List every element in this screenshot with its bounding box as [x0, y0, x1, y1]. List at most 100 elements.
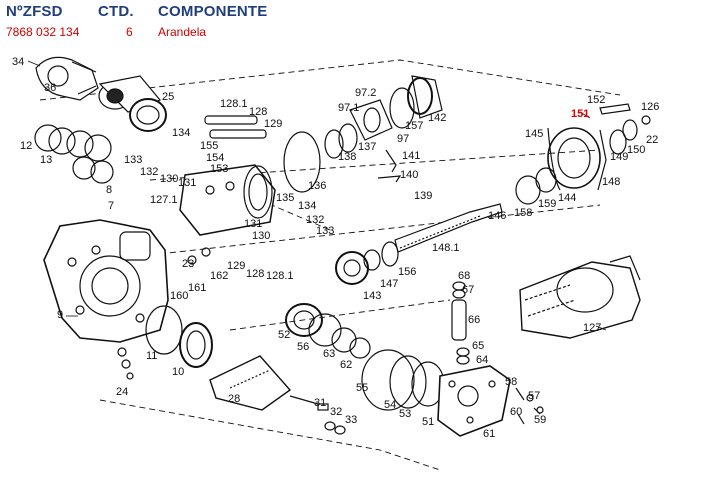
- callout-label[interactable]: 57: [528, 390, 541, 402]
- callout-label[interactable]: 143: [363, 290, 382, 302]
- callout-label[interactable]: 133: [124, 154, 143, 166]
- callout-label[interactable]: 132: [306, 214, 325, 226]
- callout-label[interactable]: 139: [414, 190, 433, 202]
- callout-label[interactable]: 142: [428, 112, 447, 124]
- callout-label[interactable]: 130: [252, 230, 271, 242]
- callout-label[interactable]: 10: [172, 366, 185, 378]
- callout-label[interactable]: 147: [380, 278, 399, 290]
- callout-label[interactable]: 33: [345, 414, 358, 426]
- callout-label[interactable]: 160: [170, 290, 189, 302]
- callout-label[interactable]: 8: [106, 184, 113, 196]
- callout-label[interactable]: 131: [244, 218, 263, 230]
- callout-label[interactable]: 128: [246, 268, 265, 280]
- callout-label[interactable]: 60: [510, 406, 523, 418]
- callout-label[interactable]: 53: [399, 408, 412, 420]
- callout-label[interactable]: 148.1: [432, 242, 460, 254]
- callout-label[interactable]: 68: [458, 270, 471, 282]
- callout-label[interactable]: 152: [587, 94, 606, 106]
- callout-label[interactable]: 155: [200, 140, 219, 152]
- part-53-55-rings[interactable]: [361, 349, 445, 411]
- callout-label[interactable]: 129: [264, 118, 283, 130]
- callout-label[interactable]: 52: [278, 329, 291, 341]
- part-137-138-rings[interactable]: [324, 123, 358, 159]
- callout-label[interactable]: 153: [210, 163, 229, 175]
- callout-label[interactable]: 127.1: [150, 194, 178, 206]
- callout-label[interactable]: 159: [538, 198, 557, 210]
- callout-label[interactable]: 128: [249, 106, 268, 118]
- part-25-bearing[interactable]: [98, 75, 167, 132]
- part-9-main-housing[interactable]: [43, 219, 169, 343]
- callout-label[interactable]: 66: [468, 314, 481, 326]
- callout-label[interactable]: 129: [227, 260, 246, 272]
- callout-label[interactable]: 59: [534, 414, 547, 426]
- callout-label[interactable]: 136: [308, 180, 327, 192]
- callout-label[interactable]: 61: [483, 428, 496, 440]
- part-31-33-small-parts[interactable]: [317, 403, 346, 435]
- callout-label[interactable]: 32: [330, 406, 343, 418]
- callout-label[interactable]: 22: [646, 134, 659, 146]
- part-57-61-bolts[interactable]: [515, 387, 544, 425]
- callout-label[interactable]: 157: [405, 120, 424, 132]
- callout-label[interactable]: 140: [400, 169, 419, 181]
- callout-label[interactable]: 56: [297, 341, 310, 353]
- callout-label[interactable]: 97.1: [338, 102, 360, 114]
- callout-label[interactable]: 158: [514, 207, 533, 219]
- callout-label[interactable]: 97: [397, 133, 410, 145]
- callout-label[interactable]: 7: [108, 200, 115, 212]
- callout-label[interactable]: 162: [210, 270, 229, 282]
- part-143-bearing[interactable]: [335, 241, 399, 285]
- part-97-hub[interactable]: [349, 99, 393, 141]
- callout-label[interactable]: 28: [228, 393, 241, 405]
- callout-label[interactable]: 11: [146, 350, 158, 362]
- part-23-24-nuts[interactable]: [117, 247, 211, 380]
- callout-label[interactable]: 132: [140, 166, 159, 178]
- callout-label[interactable]: 9: [57, 309, 64, 321]
- callout-label[interactable]: 13: [40, 154, 53, 166]
- callout-label[interactable]: 34: [12, 56, 25, 68]
- callout-label[interactable]: 12: [20, 140, 33, 152]
- callout-label[interactable]: 36: [44, 82, 57, 94]
- callout-label[interactable]: 51: [422, 416, 435, 428]
- callout-label[interactable]: 145: [525, 128, 544, 140]
- part-127-1-cylinder[interactable]: [179, 164, 276, 236]
- part-127-housing[interactable]: [519, 255, 641, 339]
- callout-label[interactable]: 135: [276, 192, 295, 204]
- part-128-link-upper[interactable]: [204, 115, 267, 139]
- part-142-bearing[interactable]: [389, 75, 443, 129]
- callout-label[interactable]: 133: [316, 225, 335, 237]
- part-10-bearing[interactable]: [179, 322, 213, 368]
- part-11-ring[interactable]: [145, 305, 183, 355]
- selected-part-number[interactable]: 7868 032 134: [6, 25, 80, 39]
- callout-label[interactable]: 67: [462, 284, 475, 296]
- callout-label[interactable]: 55: [356, 382, 369, 394]
- callout-label[interactable]: 141: [402, 150, 421, 162]
- callout-label[interactable]: 148: [602, 176, 621, 188]
- callout-label[interactable]: 161: [188, 282, 207, 294]
- callout-label[interactable]: 65: [472, 340, 485, 352]
- callout-label[interactable]: 24: [116, 386, 129, 398]
- callout-label[interactable]: 134: [172, 127, 191, 139]
- callout-label[interactable]: 97.2: [355, 87, 377, 99]
- part-51-flange[interactable]: [437, 365, 511, 437]
- callout-label[interactable]: 130: [160, 173, 179, 185]
- callout-label[interactable]: 128.1: [266, 270, 294, 282]
- part-151-washer-group[interactable]: [599, 103, 651, 155]
- part-34-plate[interactable]: [35, 56, 99, 101]
- callout-label[interactable]: 63: [323, 348, 336, 360]
- callout-label[interactable]: 58: [505, 376, 518, 388]
- part-140-141-levers[interactable]: [377, 149, 402, 183]
- callout-label[interactable]: 144: [558, 192, 577, 204]
- part-66-valve[interactable]: [451, 281, 470, 365]
- callout-label[interactable]: 62: [340, 359, 353, 371]
- callout-label-highlighted[interactable]: 151: [571, 108, 590, 120]
- callout-label[interactable]: 138: [338, 151, 357, 163]
- part-28-shaft[interactable]: [209, 355, 319, 411]
- callout-label[interactable]: 54: [384, 399, 397, 411]
- callout-label[interactable]: 150: [627, 144, 646, 156]
- callout-label[interactable]: 149: [610, 151, 629, 163]
- part-52-56-bearing[interactable]: [285, 303, 371, 359]
- callout-label[interactable]: 64: [476, 354, 489, 366]
- callout-label[interactable]: 127: [583, 322, 602, 334]
- callout-label[interactable]: 23: [182, 258, 195, 270]
- part-136-seal-ring[interactable]: [283, 131, 321, 193]
